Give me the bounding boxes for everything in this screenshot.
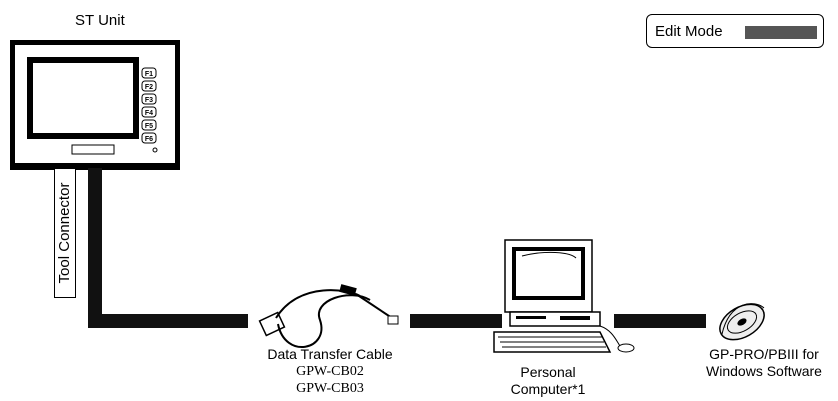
key-f1: F1	[144, 71, 154, 78]
connection-lines	[88, 168, 706, 328]
st-unit-device	[10, 40, 180, 170]
tool-connector-box	[54, 168, 76, 298]
key-f2: F2	[144, 84, 154, 91]
cable-label: Data Transfer Cable	[267, 346, 393, 362]
cable-icon	[258, 284, 399, 349]
software-label-line1: GP-PRO/PBIII for	[709, 346, 819, 362]
status-badge-label: Edit Mode	[655, 23, 723, 40]
cable-model-2: GPW-CB03	[296, 381, 364, 396]
status-badge-bar	[745, 26, 817, 39]
computer-label-line2: Computer*1	[510, 381, 586, 397]
status-badge: Edit Mode	[646, 14, 824, 48]
key-f4: F4	[144, 110, 154, 117]
st-unit-label: ST Unit	[75, 12, 125, 29]
cable-model-1: GPW-CB02	[296, 364, 364, 379]
computer-label-line1: Personal	[520, 364, 576, 380]
function-keys	[141, 67, 157, 144]
cd-icon	[719, 303, 765, 341]
key-f5: F5	[144, 123, 154, 130]
key-f3: F3	[144, 97, 154, 104]
key-f6: F6	[144, 136, 154, 143]
software-label-line2: Windows Software	[706, 363, 822, 379]
computer-icon	[493, 239, 635, 353]
tool-connector-label: Tool Connector	[56, 182, 73, 284]
function-key-labels: F1 F2 F3 F4 F5 F6	[142, 68, 156, 146]
